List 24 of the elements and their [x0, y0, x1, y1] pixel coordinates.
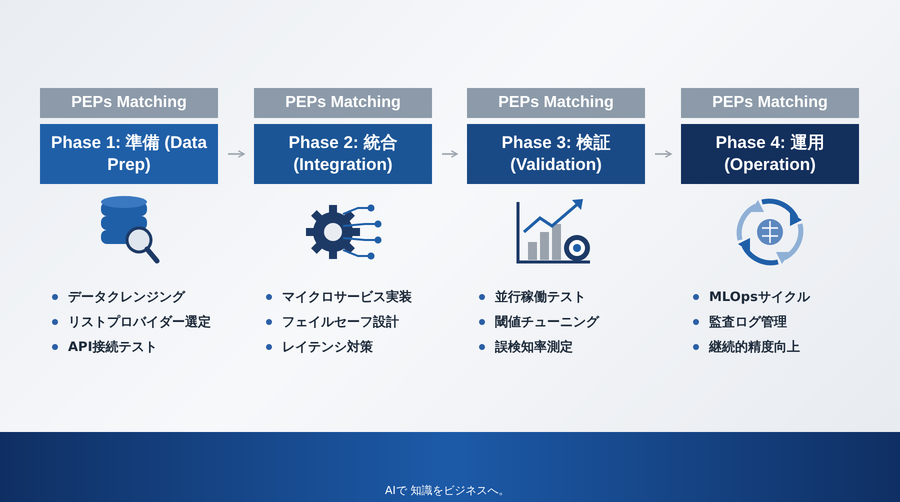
bullet-item: リストプロバイダー選定 — [52, 313, 211, 331]
bullet-item: 誤検知率測定 — [479, 338, 573, 356]
bullet-item: 監査ログ管理 — [693, 313, 787, 331]
phase-box: Phase 1: 準備 (Data Prep) — [40, 124, 218, 184]
phase-box: Phase 4: 運用 (Operation) — [681, 124, 859, 184]
bullet-item: 並行稼働テスト — [479, 288, 586, 306]
phase-box: Phase 2: 統合 (Integration) — [254, 124, 432, 184]
bullet-item: 閾値チューニング — [479, 313, 599, 331]
bullet-item: レイテンシ対策 — [266, 338, 373, 356]
header-label: PEPs Matching — [681, 88, 859, 118]
bullet-item: マイクロサービス実装 — [266, 288, 412, 306]
arrow — [655, 150, 672, 158]
header-label: PEPs Matching — [467, 88, 645, 118]
bullet-item: MLOpsサイクル — [693, 288, 810, 306]
arrow — [228, 150, 245, 158]
phase-box: Phase 3: 検証 (Validation) — [467, 124, 645, 184]
bullet-item: 継続的精度向上 — [693, 338, 800, 356]
header-label: PEPs Matching — [40, 88, 218, 118]
tagline: AIで 知識をビジネスへ。 — [385, 483, 510, 498]
bullet-item: API接続テスト — [52, 338, 158, 356]
arrow — [442, 150, 458, 158]
bullet-item: フェイルセーフ設計 — [266, 313, 399, 331]
bullet-item: データクレンジング — [52, 288, 185, 306]
header-label: PEPs Matching — [254, 88, 432, 118]
